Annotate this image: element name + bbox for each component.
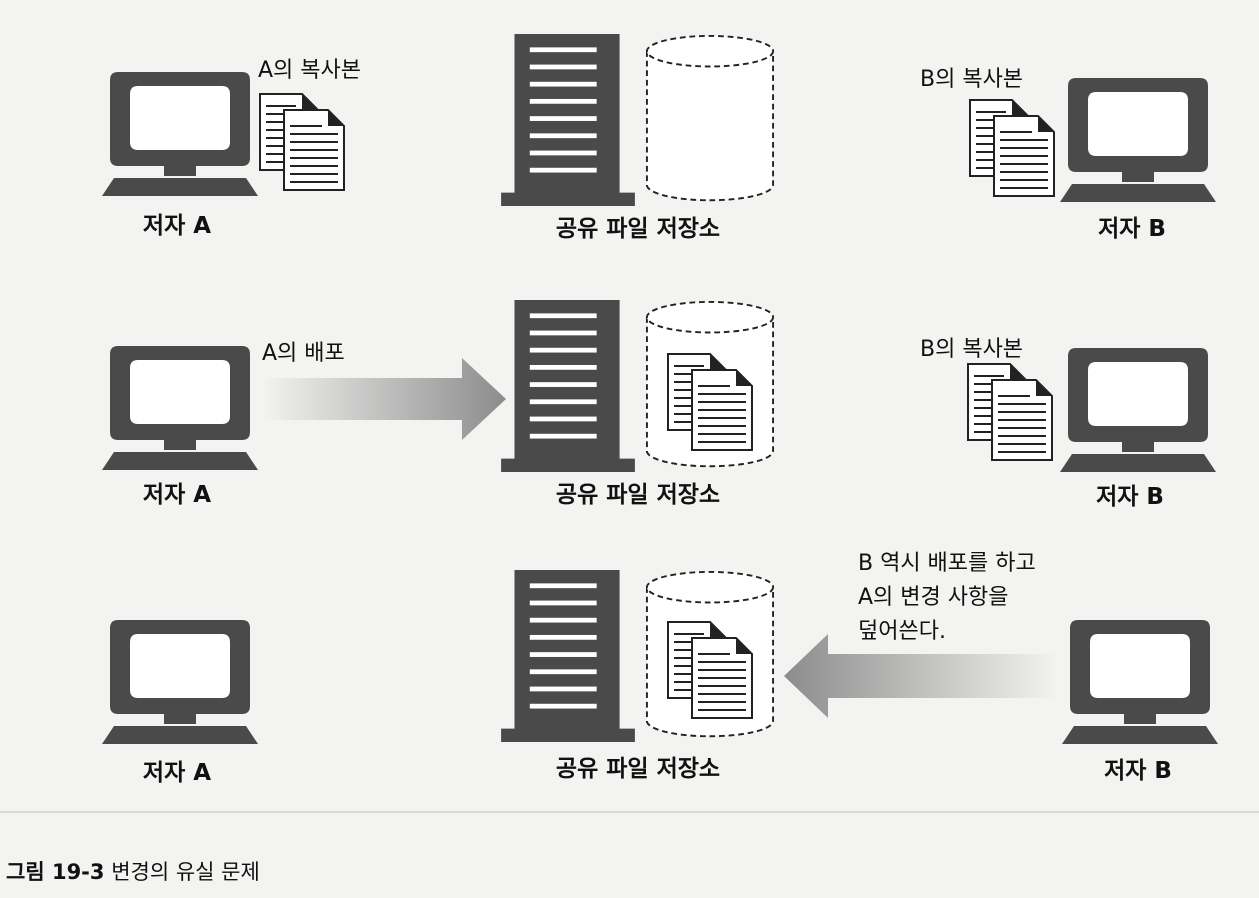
doc-a-label: A의 복사본 — [258, 58, 361, 83]
row-2: 저자 A A의 배포 공유 파일 저장소 B의 복사본 저자 B — [102, 300, 1216, 510]
document-stack-icon — [259, 93, 345, 191]
monitor-icon — [1062, 620, 1218, 744]
document-stack-icon — [969, 99, 1055, 197]
storage-cylinder-icon — [645, 34, 775, 202]
figure-caption: 그림 19-3 변경의 유실 문제 — [6, 856, 260, 886]
monitor-icon — [1060, 348, 1216, 472]
monitor-icon — [102, 72, 258, 196]
server-tower-icon — [501, 300, 635, 472]
row-1: 저자 A A의 복사본 공유 파일 저장소 B의 복사본 저자 B — [102, 34, 1216, 242]
document-stack-icon — [967, 363, 1053, 461]
author-a-label: 저자 A — [143, 482, 211, 508]
row-3: 저자 A 공유 파일 저장소 B 역시 배포를 하고 A의 변경 사항을 덮어쓴… — [102, 551, 1218, 786]
monitor-icon — [102, 346, 258, 470]
figure-number: 그림 19-3 — [6, 860, 105, 884]
server-label: 공유 파일 저장소 — [556, 482, 720, 508]
arrow-right-icon — [262, 358, 506, 440]
server-label: 공유 파일 저장소 — [556, 216, 720, 242]
arrow-b-line-1: B 역시 배포를 하고 — [858, 551, 1036, 576]
arrow-a-label: A의 배포 — [262, 341, 345, 366]
figure-title: 변경의 유실 문제 — [111, 860, 260, 884]
arrow-b-line-3: 덮어쓴다. — [858, 619, 946, 644]
server-label: 공유 파일 저장소 — [556, 756, 720, 782]
author-a-label: 저자 A — [143, 213, 211, 239]
author-b-label: 저자 B — [1098, 216, 1166, 242]
arrow-b-line-2: A의 변경 사항을 — [858, 585, 1008, 610]
arrow-left-icon — [784, 634, 1058, 718]
doc-b-label: B의 복사본 — [920, 337, 1023, 362]
author-b-label: 저자 B — [1096, 484, 1164, 510]
author-b-label: 저자 B — [1104, 758, 1172, 784]
server-tower-icon — [501, 34, 635, 206]
monitor-icon — [102, 620, 258, 744]
author-a-label: 저자 A — [143, 760, 211, 786]
monitor-icon — [1060, 78, 1216, 202]
server-tower-icon — [501, 570, 635, 742]
doc-b-label: B의 복사본 — [920, 67, 1023, 92]
